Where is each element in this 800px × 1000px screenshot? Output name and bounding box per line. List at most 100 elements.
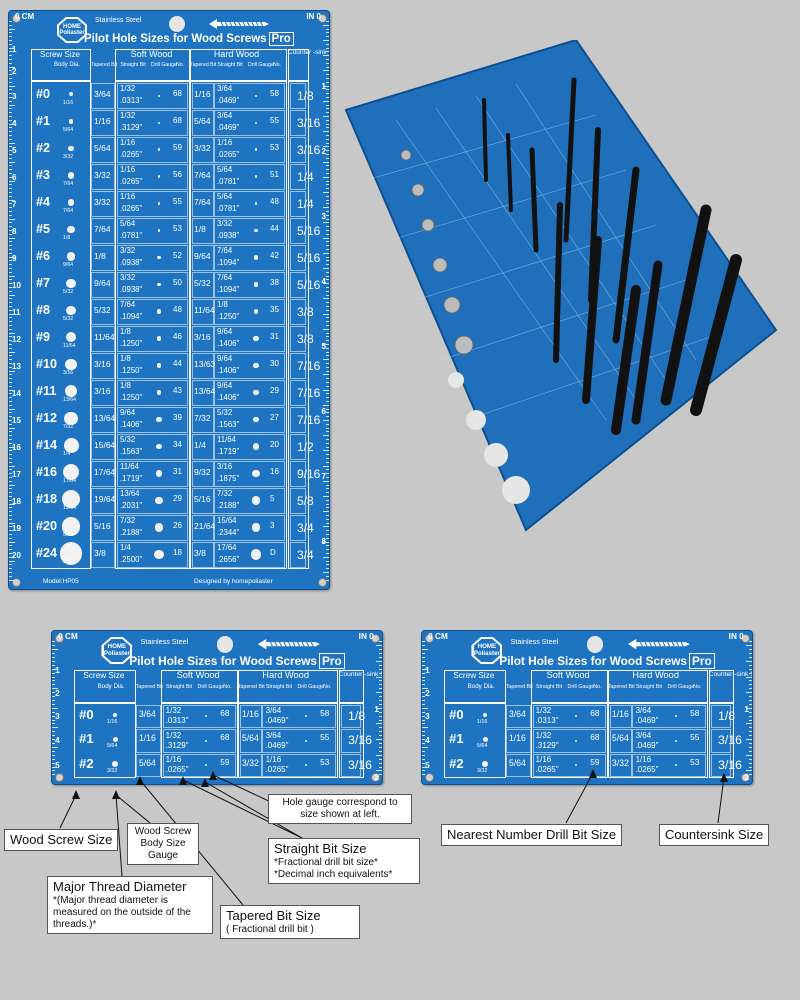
hard-gauge-hole <box>254 175 258 178</box>
ruler-tick-left <box>9 264 12 266</box>
row-box-hard-tap <box>192 272 214 298</box>
callout-hole-gauge: Hole gauge correspond to size shown at l… <box>268 794 412 824</box>
ruler-tick-left <box>9 537 12 539</box>
product-photo-illustration <box>344 38 778 532</box>
ruler-tick-right <box>326 534 329 535</box>
ruler-tick-right <box>375 754 382 756</box>
row-soft-number: 34 <box>173 439 182 449</box>
row-soft-straight: 1/32 <box>120 84 136 93</box>
row-hard-straight: 3/64 <box>217 111 233 120</box>
ruler-tick-right <box>326 568 329 570</box>
callout-straight-bit: Straight Bit Size *Fractional drill bit … <box>268 838 420 884</box>
ruler-tick-left <box>9 150 12 152</box>
ruler-tick-right <box>326 81 329 83</box>
row-hard-tapered: 5/64 <box>611 733 629 744</box>
row-hard-tapered: 7/64 <box>194 169 211 180</box>
ruler-tick-right <box>326 154 329 155</box>
row-hard-tapered: 11/64 <box>194 304 215 315</box>
row-box-soft-tap <box>135 705 161 729</box>
row-box-hard-tap <box>192 110 214 136</box>
row-hard-decimal: .1250" <box>217 311 240 321</box>
ruler-tick-right <box>326 431 329 433</box>
row-soft-number: 31 <box>173 466 182 476</box>
ruler-tick-right <box>745 754 752 756</box>
ruler-left-number: 5 <box>55 760 60 770</box>
ruler-tick-right <box>326 43 329 45</box>
row-hard-tapered: 9/64 <box>194 250 211 261</box>
ruler-right-number: 1 <box>744 705 749 715</box>
soft-gauge-hole <box>204 763 208 767</box>
subhead-7: No. <box>693 683 702 690</box>
row-hard-straight: 3/64 <box>265 730 282 740</box>
ruler-left-number: 11 <box>12 307 21 317</box>
ruler-tick-left <box>9 214 12 216</box>
row-soft-number: 59 <box>590 757 600 767</box>
row-hard-tapered: 13/64 <box>194 385 216 396</box>
ruler-tick-left <box>422 754 426 756</box>
row-box-hard-tap <box>192 299 214 325</box>
row-hard-tapered: 1/8 <box>194 223 206 234</box>
row-box-hard-tap <box>192 164 214 190</box>
ruler-tick-right <box>326 36 329 38</box>
row-screw-size: #16 <box>36 464 58 479</box>
row-screw-size: #2 <box>449 755 464 771</box>
row-soft-decimal: .2500" <box>120 554 143 564</box>
row-soft-tapered: 1/16 <box>94 115 111 126</box>
ruler-tick-right <box>375 707 382 709</box>
body-gauge-hole <box>63 437 79 453</box>
ruler-tick-left <box>9 230 12 231</box>
ruler-tick-right <box>326 142 329 144</box>
hard-gauge-hole <box>253 309 259 314</box>
ruler-tick-right <box>378 688 382 690</box>
ruler-tick-left <box>422 680 426 682</box>
head-body-dia: Body Dia. <box>53 62 80 68</box>
row-soft-decimal: .2031" <box>120 500 143 510</box>
row-soft-tapered: 5/16 <box>94 520 111 531</box>
row-soft-decimal: .1563" <box>120 446 143 456</box>
row-hard-straight: 3/32 <box>217 219 233 228</box>
ruler-tick-right <box>378 750 382 752</box>
ruler-tick-right <box>378 680 382 682</box>
row-body-dia: 3/16 <box>63 370 74 376</box>
row-hard-decimal: .1406" <box>217 365 240 375</box>
row-box-soft-tap <box>91 191 115 217</box>
ruler-tick-left <box>9 100 12 102</box>
ruler-tick-right <box>326 458 329 459</box>
body-gauge-hole <box>65 358 77 370</box>
ruler-tick-right <box>323 85 329 87</box>
ruler-tick-left <box>9 473 12 475</box>
row-soft-tapered: 7/64 <box>94 223 111 234</box>
ruler-tick-left <box>9 382 12 383</box>
row-box-soft-tap <box>91 218 115 244</box>
row-soft-number: 68 <box>590 733 600 743</box>
ruler-tick-left <box>9 404 12 406</box>
row-soft-straight: 1/8 <box>120 381 131 390</box>
row-hard-number: 55 <box>320 733 330 743</box>
ruler-tick-left <box>52 731 56 733</box>
row-screw-size: #3 <box>36 167 51 182</box>
ruler-tick-right <box>326 397 329 399</box>
ruler-tick-right <box>326 461 329 463</box>
row-soft-number: 68 <box>220 709 230 719</box>
row-soft-tapered: 5/32 <box>94 304 111 315</box>
ruler-tick-right <box>748 649 752 651</box>
row-box-soft-tap <box>91 353 115 379</box>
row-box-csk <box>710 729 731 753</box>
row-screw-size: #5 <box>36 221 51 236</box>
ruler-tick-left <box>9 545 12 547</box>
hard-gauge-hole <box>252 469 260 478</box>
ruler-tick-right <box>326 169 329 171</box>
ruler-tick-left <box>422 707 429 709</box>
row-countersink: 1/4 <box>297 169 314 184</box>
row-box-soft-tap <box>91 407 115 433</box>
row-hard-decimal: .0781" <box>217 176 240 186</box>
row-body-dia: 1/16 <box>106 719 118 726</box>
ruler-tick-left <box>52 719 56 721</box>
plate-title-text: Pilot Hole Sizes for Wood Screws <box>129 653 318 668</box>
ruler-tick-right <box>326 32 329 34</box>
cm-label: 0 CM <box>58 632 78 642</box>
ruler-tick-left <box>9 477 12 478</box>
ruler-tick-left <box>9 28 15 30</box>
